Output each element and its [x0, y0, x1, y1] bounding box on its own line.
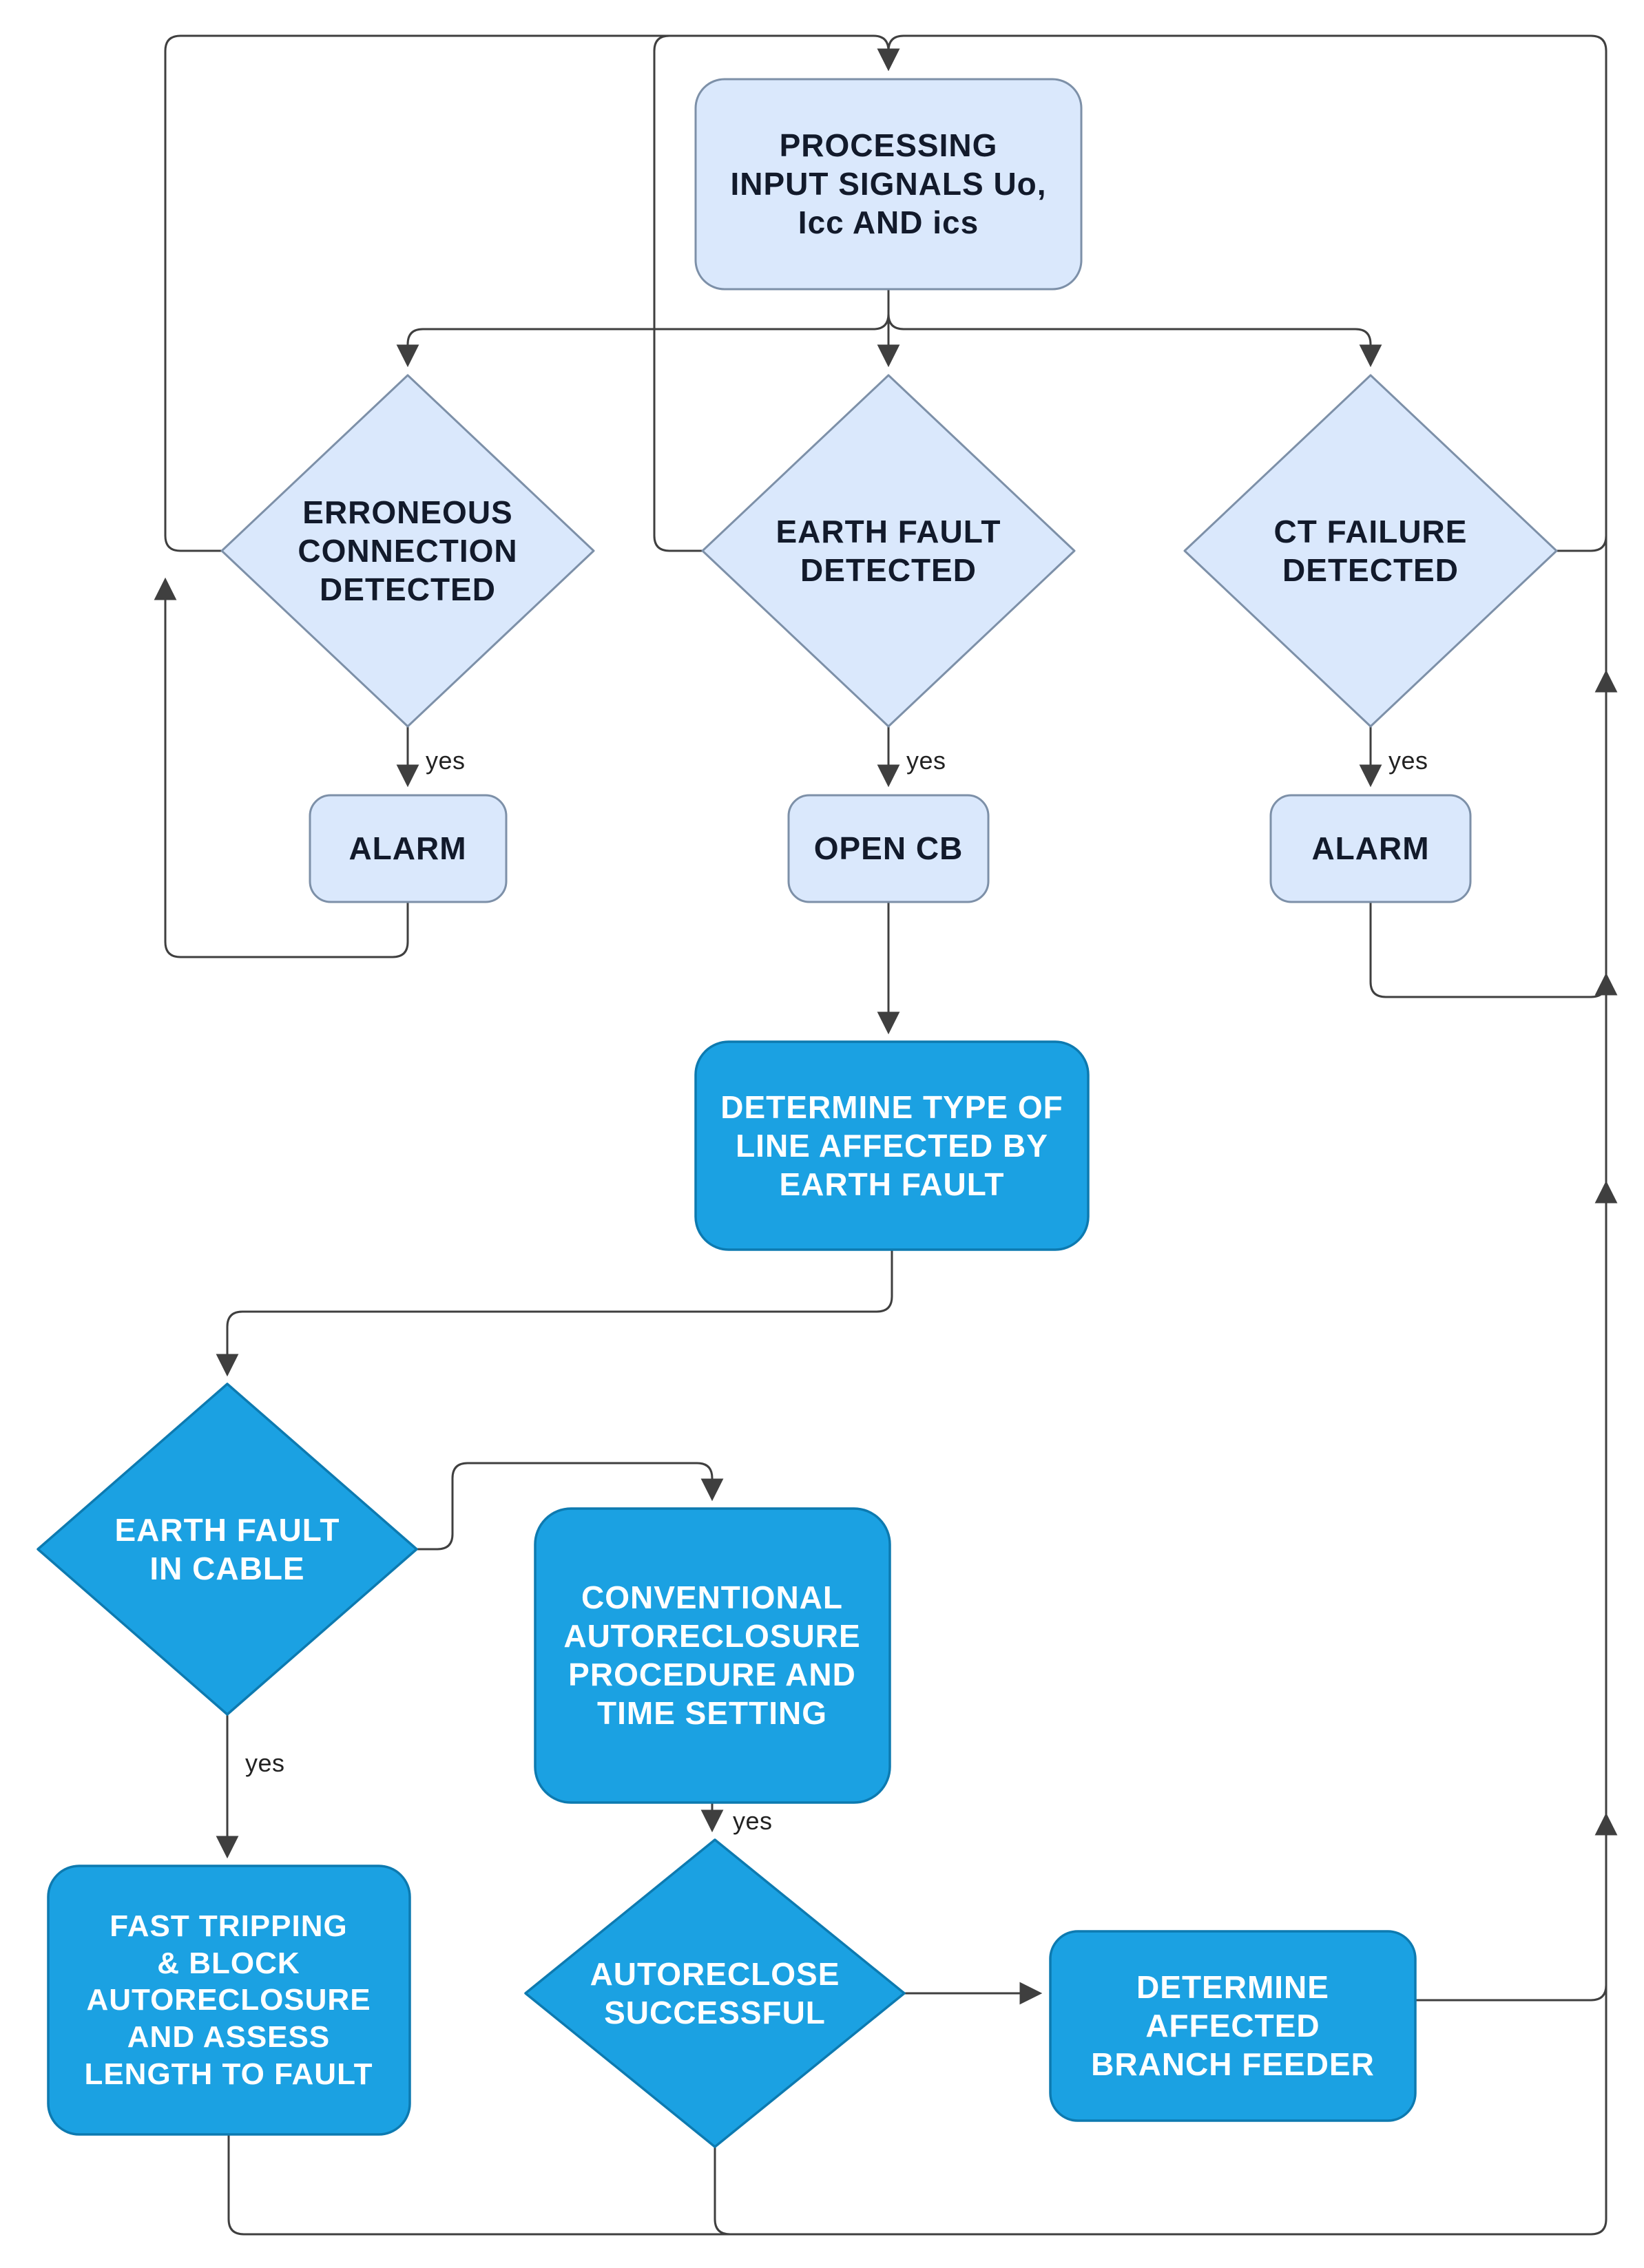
- edge-ct-failure-no-loop: [877, 34, 1607, 552]
- node-alarm-left-shape: [309, 794, 508, 903]
- edge-label-yes-autoreclosure: yes: [733, 1807, 773, 1835]
- node-fast-tripping-shape: [47, 1865, 411, 2136]
- edge-determine-type-to-cable: [216, 1250, 893, 1377]
- edge-erroneous-no-loop: [164, 34, 900, 552]
- node-erroneous-shape: [220, 374, 595, 728]
- edge-earth-fault-no-loop: [653, 34, 703, 552]
- node-earth-fault-cable-shape: [37, 1383, 418, 1716]
- node-branch-feeder-shape: [1049, 1930, 1417, 2122]
- edge-cable-no-to-conventional: [417, 1462, 724, 1551]
- edge-alarm-left-loop: [154, 577, 409, 958]
- edge-label-yes-ct-failure: yes: [1388, 746, 1428, 775]
- node-alarm-right-shape: [1269, 794, 1472, 903]
- edge-autoreclose-bottom-merge: [714, 2147, 731, 2236]
- edge-fast-tripping-bottom-loop: [227, 1180, 1618, 2236]
- edge-branch-feeder-return: [1415, 1812, 1618, 2002]
- node-conventional-shape: [534, 1507, 891, 1804]
- edge-label-yes-erroneous: yes: [426, 746, 466, 775]
- edge-alarm-right-loop: [1369, 902, 1618, 998]
- node-determine-type-shape: [694, 1040, 1090, 1251]
- edge-processing-to-erroneous: [396, 289, 890, 368]
- node-ct-failure-shape: [1183, 374, 1558, 728]
- node-earth-fault-detected-shape: [701, 374, 1076, 728]
- edge-processing-to-ct-failure: [887, 289, 1382, 368]
- node-autoreclose-shape: [524, 1838, 906, 2148]
- edge-label-yes-earth-fault: yes: [906, 746, 946, 775]
- node-processing-shape: [694, 78, 1083, 291]
- edge-label-yes-cable: yes: [245, 1749, 285, 1777]
- node-open-cb-shape: [787, 794, 990, 903]
